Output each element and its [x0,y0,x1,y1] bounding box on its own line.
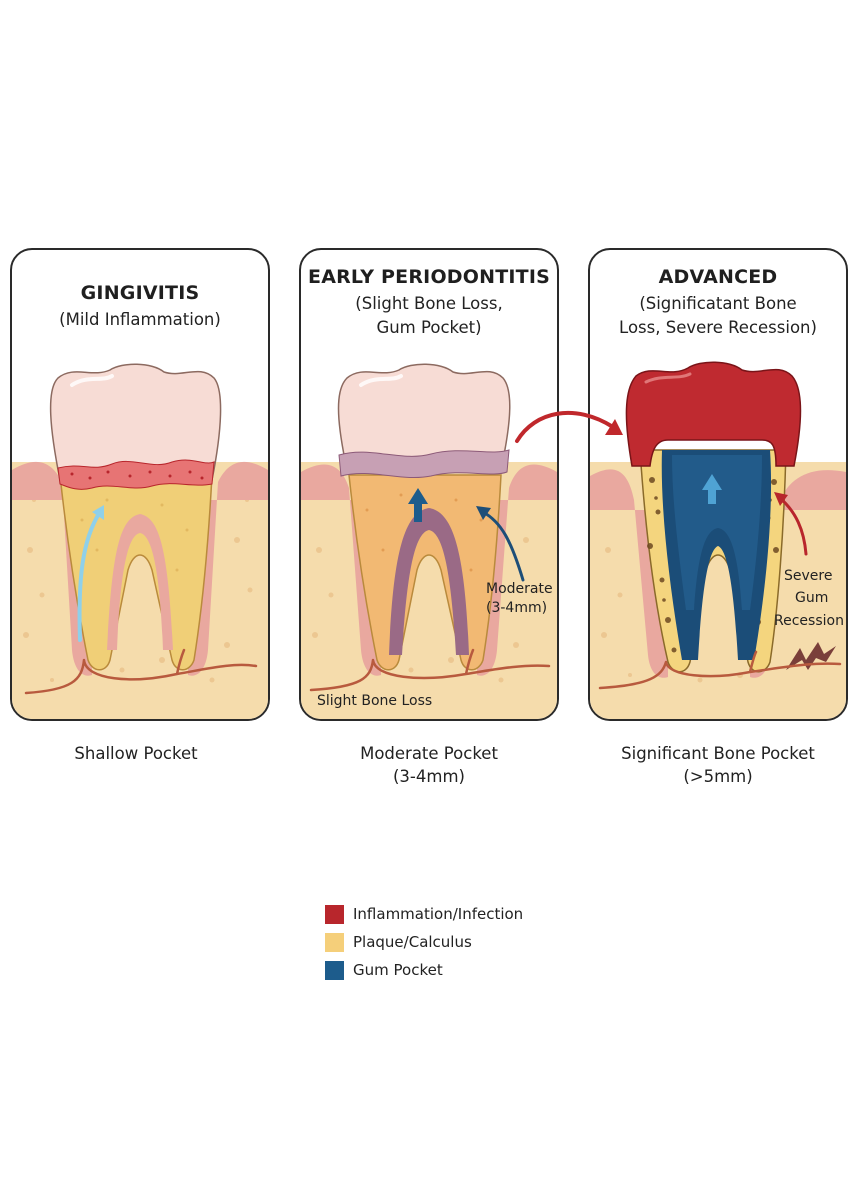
recession-label: Recession [774,613,844,630]
caption-advanced-line-2: (>5mm) [588,765,848,788]
early-periodontitis-tooth-illustration [301,250,557,719]
legend-label: Gum Pocket [353,961,443,979]
early-periodontitis-panel: EARLY PERIODONTITIS (Slight Bone Loss, G… [299,248,559,721]
gingivitis-tooth-illustration [12,250,268,719]
caption-early-line-2: (3-4mm) [299,765,559,788]
legend-swatch [325,961,344,980]
moderate-label: Moderate [486,581,553,598]
tooth-crown [339,364,510,460]
pocket-arrow-shaft [414,502,422,522]
caption-early-line-1: Moderate Pocket [299,742,559,765]
moderate-depth-label: (3-4mm) [486,600,547,617]
legend-item-gum-pocket: Gum Pocket [325,956,523,984]
severe-label: Severe [784,568,832,585]
gingivitis-panel: GINGIVITIS (Mild Inflammation) [10,248,270,721]
progression-arrow [505,395,635,455]
legend-item-inflammation: Inflammation/Infection [325,900,523,928]
gum-label: Gum [795,590,828,607]
slight-bone-loss-label: Slight Bone Loss [317,693,432,710]
legend-item-plaque: Plaque/Calculus [325,928,523,956]
caption-gingivitis: Shallow Pocket [6,742,266,765]
legend: Inflammation/Infection Plaque/Calculus G… [325,900,523,984]
legend-swatch [325,933,344,952]
legend-label: Inflammation/Infection [353,905,523,923]
legend-label: Plaque/Calculus [353,933,472,951]
pocket-arrow-shaft [708,488,716,504]
caption-advanced-line-1: Significant Bone Pocket [588,742,848,765]
advanced-panel: ADVANCED (Significatant Bone Loss, Sever… [588,248,848,721]
legend-swatch [325,905,344,924]
advanced-tooth-illustration [590,250,846,719]
